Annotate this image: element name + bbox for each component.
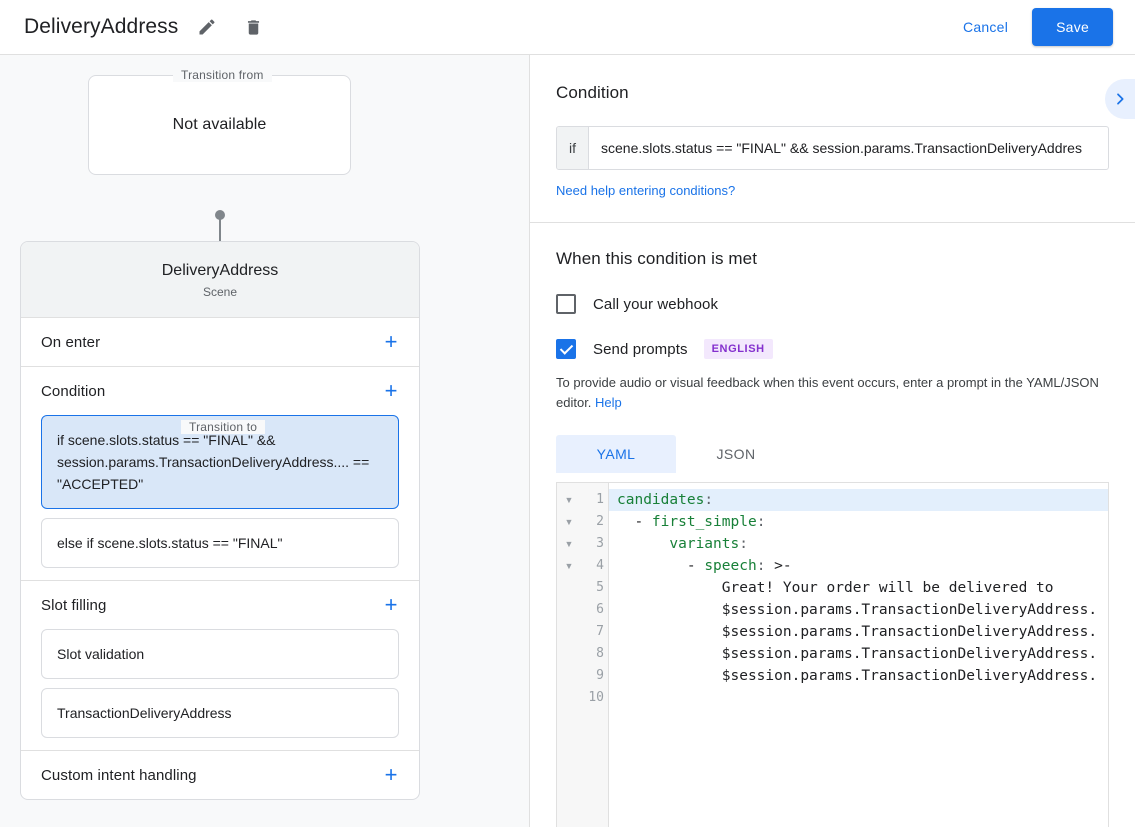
condition-block: Condition if Need help entering conditio… [530, 55, 1135, 222]
code-line[interactable] [609, 687, 1108, 709]
details-panel: Condition if Need help entering conditio… [529, 55, 1135, 827]
section-header: On enter + [21, 318, 419, 366]
code-line-number: 10 [588, 690, 604, 705]
code-line-number: 5 [596, 580, 604, 595]
language-badge: ENGLISH [703, 339, 773, 359]
send-prompts-description-text: To provide audio or visual feedback when… [556, 375, 1099, 410]
condition-input[interactable] [589, 127, 1108, 169]
code-fold-toggle [557, 599, 581, 621]
scene-flow-panel: Transition from Not available Transition… [0, 55, 529, 827]
section-title-slot-filling: Slot filling [41, 596, 107, 614]
section-header: Custom intent handling + [21, 751, 419, 799]
code-fold-toggle[interactable]: ▼ [564, 539, 574, 549]
call-webhook-checkbox[interactable] [556, 294, 576, 314]
send-prompts-label: Send prompts [593, 340, 688, 358]
condition-panel-heading: Condition [556, 83, 629, 102]
panel-divider [530, 222, 1135, 223]
code-line[interactable]: - speech: >- [617, 558, 792, 574]
condition-if-label: if [557, 127, 589, 169]
code-fold-toggle[interactable]: ▼ [564, 561, 574, 571]
cancel-button[interactable]: Cancel [949, 10, 1022, 44]
code-line-number: 7 [596, 624, 604, 639]
code-line-number: 6 [596, 602, 604, 617]
condition-help-link[interactable]: Need help entering conditions? [556, 183, 736, 198]
call-webhook-label: Call your webhook [593, 295, 719, 313]
code-line[interactable]: - first_simple: [617, 514, 766, 530]
section-title-condition: Condition [41, 382, 106, 400]
add-slot-filling-button[interactable]: + [384, 592, 398, 617]
code-line[interactable]: candidates: [609, 489, 1108, 511]
code-line[interactable]: $session.params.TransactionDeliveryAddre… [617, 624, 1098, 640]
page-title: DeliveryAddress [24, 15, 179, 38]
code-line-number: 2 [596, 514, 604, 529]
send-prompts-description: To provide audio or visual feedback when… [556, 373, 1109, 413]
send-prompts-row: Send prompts ENGLISH [556, 339, 1109, 359]
section-header: Slot filling + [21, 581, 419, 629]
code-line-number: 8 [596, 646, 604, 661]
section-title-on-enter: On enter [41, 333, 101, 351]
section-custom-intent-handling: Custom intent handling + [21, 751, 419, 799]
save-button[interactable]: Save [1032, 8, 1113, 46]
code-fold-toggle [557, 643, 581, 665]
tab-json[interactable]: JSON [716, 446, 756, 462]
send-prompts-help-link[interactable]: Help [595, 395, 622, 410]
editor-format-tabs: YAML JSON [556, 435, 1109, 473]
transition-to-subtitle: Scene [202, 285, 238, 299]
code-fold-gutter: ▼ ▼ ▼ ▼ [557, 483, 581, 827]
slot-validation-item[interactable]: Slot validation [41, 629, 399, 679]
section-body: if scene.slots.status == "FINAL" && sess… [21, 415, 419, 580]
code-fold-toggle [557, 687, 581, 709]
app-top-bar: DeliveryAddress Cancel Save [0, 0, 1135, 55]
transition-to-card: Transition to DeliveryAddress Scene On e… [20, 241, 420, 800]
transition-from-card[interactable]: Transition from Not available [88, 68, 351, 175]
code-line-number: 1 [596, 492, 604, 507]
condition-list-item[interactable]: if scene.slots.status == "FINAL" && sess… [41, 415, 399, 509]
code-fold-toggle [557, 665, 581, 687]
code-line-number-gutter: 1 2 3 4 5 6 7 8 9 10 [581, 483, 609, 827]
code-fold-toggle[interactable]: ▼ [564, 517, 574, 527]
webhook-row: Call your webhook [556, 294, 1109, 314]
code-line-number: 4 [596, 558, 604, 573]
when-condition-met-heading: When this condition is met [556, 249, 758, 268]
code-fold-toggle [557, 621, 581, 643]
code-line[interactable]: variants: [669, 536, 748, 552]
trash-icon[interactable] [236, 10, 270, 44]
transition-to-legend: Transition to [181, 420, 266, 434]
code-line[interactable]: $session.params.TransactionDeliveryAddre… [617, 668, 1098, 684]
send-prompts-checkbox[interactable] [556, 339, 576, 359]
add-condition-button[interactable]: + [384, 378, 398, 403]
yaml-code-editor[interactable]: ▼ ▼ ▼ ▼ 1 2 3 4 5 6 7 8 9 10 candidates: - first_sim… [556, 482, 1109, 827]
transition-from-legend: Transition from [173, 68, 272, 82]
transition-from-value: Not available [172, 116, 267, 133]
code-line-number: 9 [596, 668, 604, 683]
pencil-icon[interactable] [190, 10, 224, 44]
code-line[interactable]: $session.params.TransactionDeliveryAddre… [617, 602, 1098, 618]
section-title-custom-intent: Custom intent handling [41, 766, 197, 784]
code-text-area[interactable]: candidates: - first_simple: variants: - … [609, 483, 1108, 827]
code-fold-toggle[interactable]: ▼ [564, 495, 574, 505]
when-condition-met-block: When this condition is met Call your web… [530, 223, 1135, 827]
add-on-enter-button[interactable]: + [384, 329, 398, 354]
transition-to-title: DeliveryAddress [161, 262, 279, 279]
transition-to-header: DeliveryAddress Scene [21, 242, 419, 318]
condition-input-row[interactable]: if [556, 126, 1109, 170]
tab-yaml[interactable]: YAML [556, 435, 676, 473]
code-line[interactable]: $session.params.TransactionDeliveryAddre… [617, 646, 1098, 662]
section-body: Slot validation TransactionDeliveryAddre… [21, 629, 419, 750]
add-custom-intent-button[interactable]: + [384, 762, 398, 787]
code-fold-toggle [557, 577, 581, 599]
slot-item-transaction-delivery-address[interactable]: TransactionDeliveryAddress [41, 688, 399, 738]
section-slot-filling: Slot filling + Slot validation Transacti… [21, 581, 419, 751]
section-header: Condition + [21, 367, 419, 415]
section-on-enter: On enter + [21, 318, 419, 367]
section-condition: Condition + if scene.slots.status == "FI… [21, 367, 419, 581]
chevron-right-icon[interactable] [1105, 79, 1135, 119]
code-line[interactable]: Great! Your order will be delivered to [617, 580, 1054, 596]
code-line-number: 3 [596, 536, 604, 551]
condition-list-item[interactable]: else if scene.slots.status == "FINAL" [41, 518, 399, 568]
